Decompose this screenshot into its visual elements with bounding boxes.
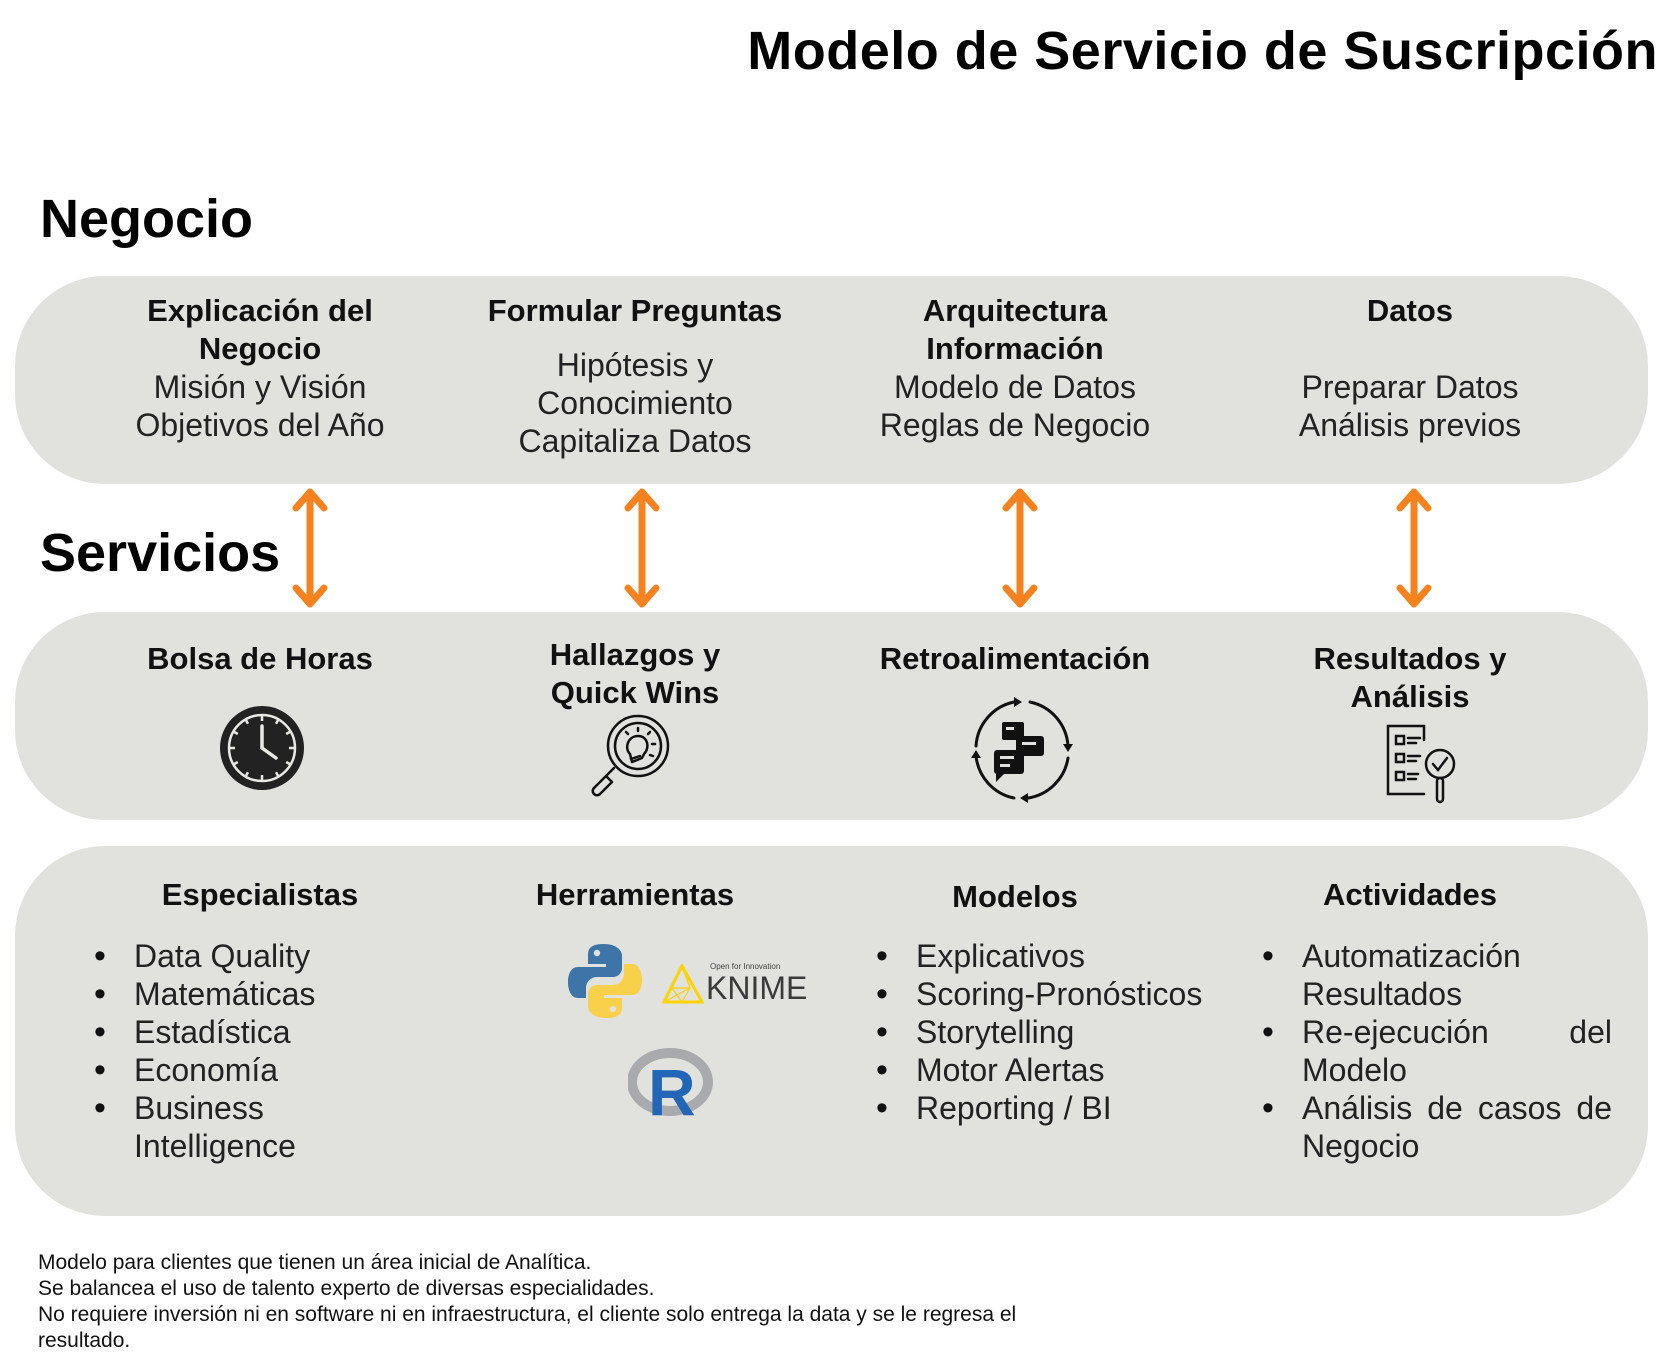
negocio-col-formular: Formular Preguntas Hipótesis y Conocimie…	[460, 292, 810, 460]
magnifier-lightbulb-icon	[591, 714, 670, 797]
note-line: Se balancea el uso de talento experto de…	[38, 1277, 655, 1300]
list-item: Business Intelligence	[94, 1089, 394, 1165]
col-heading: Herramientas	[535, 877, 735, 912]
servicio-resultados: Resultados y Análisis	[1240, 640, 1580, 716]
col-line: Objetivos del Año	[135, 407, 385, 443]
col-heading: Explicación del	[147, 293, 373, 328]
list-item: Scoring-Pronósticos	[876, 975, 1236, 1013]
list-item: Data Quality	[94, 937, 394, 975]
double-arrow-icon	[1002, 488, 1038, 608]
col-heading: Datos	[1366, 293, 1454, 328]
knime-logo: Open for Innovation KNIME	[662, 962, 812, 1006]
servicio-heading: Retroalimentación	[879, 641, 1151, 676]
page-title: Modelo de Servicio de Suscripción	[747, 21, 1658, 81]
modelos-list: Explicativos Scoring-Pronósticos Storyte…	[876, 937, 1236, 1127]
recursos-actividades: Actividades	[1240, 876, 1580, 914]
col-heading: Modelos	[952, 879, 1078, 914]
servicio-heading: Resultados y	[1313, 641, 1507, 676]
list-item: Economía	[94, 1051, 394, 1089]
double-arrow-icon	[292, 488, 328, 608]
list-item: Análisis de casos de Negocio	[1262, 1089, 1612, 1165]
col-line: Preparar Datos	[1301, 369, 1519, 405]
col-line: Conocimiento	[537, 385, 733, 421]
footer-notes: Modelo para clientes que tienen un área …	[38, 1250, 1016, 1354]
double-arrow-icon	[1396, 488, 1432, 608]
col-heading: Información	[926, 331, 1104, 366]
servicio-bolsa-horas: Bolsa de Horas	[100, 640, 420, 678]
col-line: Análisis previos	[1298, 407, 1522, 443]
list-item: Motor Alertas	[876, 1051, 1236, 1089]
negocio-col-datos: Datos Preparar Datos Análisis previos	[1240, 292, 1580, 444]
r-letter: R	[648, 1055, 696, 1129]
note-line: No requiere inversión ni en software ni …	[38, 1303, 1017, 1326]
servicio-hallazgos: Hallazgos y Quick Wins	[460, 636, 810, 712]
col-line: Hipótesis y	[556, 347, 714, 383]
note-line: Modelo para clientes que tienen un área …	[38, 1251, 592, 1274]
negocio-col-explicacion: Explicación del Negocio Misión y Visión …	[100, 292, 420, 444]
servicio-heading: Hallazgos y	[549, 637, 721, 672]
servicio-heading: Quick Wins	[550, 675, 720, 710]
knime-wordmark: KNIME	[706, 970, 808, 1006]
negocio-col-arquitectura: Arquitectura Información Modelo de Datos…	[840, 292, 1190, 444]
especialistas-list: Data Quality Matemáticas Estadística Eco…	[94, 937, 394, 1165]
col-heading: Actividades	[1322, 877, 1497, 912]
list-item: Automatización Resultados	[1262, 937, 1612, 1013]
col-line: Capitaliza Datos	[518, 423, 752, 459]
list-item: Matemáticas	[94, 975, 394, 1013]
section-label-negocio: Negocio	[40, 189, 254, 249]
col-line: Modelo de Datos	[894, 369, 1136, 405]
list-item: Reporting / BI	[876, 1089, 1236, 1127]
r-ring-icon	[628, 1048, 713, 1116]
list-item: Explicativos	[876, 937, 1236, 975]
servicio-heading: Bolsa de Horas	[147, 641, 373, 676]
section-label-servicios: Servicios	[40, 523, 281, 583]
recursos-herramientas: Herramientas	[460, 876, 810, 914]
checklist-magnifier-icon	[1386, 724, 1456, 804]
list-item: Estadística	[94, 1013, 394, 1051]
actividades-list: Automatización Resultados Re-ejecución d…	[1262, 937, 1612, 1165]
list-item: Storytelling	[876, 1013, 1236, 1051]
list-item: Re-ejecución del Modelo	[1262, 1013, 1612, 1089]
col-heading: Arquitectura	[922, 293, 1108, 328]
python-logo	[568, 944, 642, 1018]
servicio-heading: Análisis	[1350, 679, 1470, 714]
col-line: Reglas de Negocio	[879, 407, 1151, 443]
knime-tagline: Open for Innovation	[710, 962, 781, 971]
clock-icon	[220, 706, 304, 790]
r-logo: R	[628, 1048, 718, 1128]
col-heading: Especialistas	[161, 877, 359, 912]
recursos-especialistas: Especialistas	[100, 876, 420, 914]
col-heading: Formular Preguntas	[487, 293, 783, 328]
col-line: Misión y Visión	[153, 369, 367, 405]
knime-triangle-icon	[662, 964, 704, 1004]
servicio-retroalimentacion: Retroalimentación	[840, 640, 1190, 678]
note-line: resultado.	[38, 1329, 131, 1352]
recursos-modelos: Modelos	[840, 878, 1190, 916]
feedback-cycle-chat-icon	[971, 697, 1073, 803]
double-arrow-icon	[624, 488, 660, 608]
col-heading: Negocio	[198, 331, 322, 366]
negocio-panel	[15, 276, 1648, 484]
